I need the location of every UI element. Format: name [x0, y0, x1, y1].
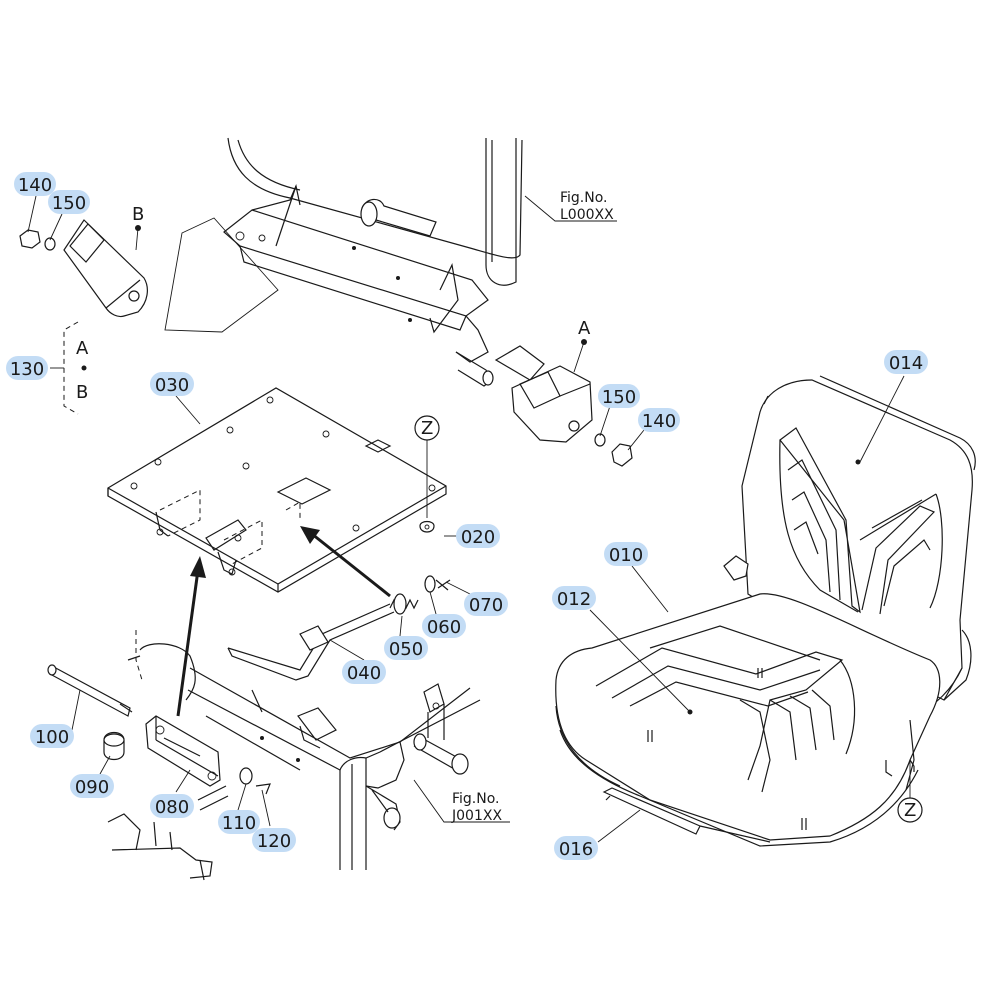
callout-150-left-text: 150: [52, 193, 86, 214]
callout-010[interactable]: 010: [604, 542, 648, 566]
callout-040[interactable]: 040: [342, 660, 386, 684]
pivot-shaft-assembly: [47, 664, 271, 795]
callout-020-text: 020: [461, 527, 495, 548]
seat-belt-buckle-a: [494, 339, 633, 467]
callout-140-right-text: 140: [642, 411, 676, 432]
callout-012[interactable]: 012: [552, 586, 596, 610]
rops-frame-drawing: [164, 137, 523, 387]
callout-110-text: 110: [222, 813, 256, 834]
ref-fig-label-lower: Fig.No.: [452, 791, 500, 807]
group-label-b: B: [76, 382, 88, 403]
callout-leaders: [27, 195, 905, 843]
lower-frame-drawing: [107, 630, 481, 881]
z-marker-top: [414, 415, 440, 533]
seat-mounting-plate: [107, 387, 447, 593]
seat-belt-buckle-b: [19, 219, 148, 318]
adjust-lever-assembly: [227, 575, 451, 681]
reference-fig-l000xx: Fig.No. L000XX: [524, 190, 617, 223]
callout-016-text: 016: [559, 839, 593, 860]
callout-120-text: 120: [257, 831, 291, 852]
callout-030[interactable]: 030: [150, 372, 194, 396]
group-label-a: A: [76, 338, 89, 359]
callout-130[interactable]: 130: [6, 356, 48, 380]
callout-070[interactable]: 070: [464, 592, 508, 616]
callout-140-left-text: 140: [18, 175, 52, 196]
callout-030-text: 030: [155, 375, 189, 396]
callout-050-text: 050: [389, 639, 423, 660]
ref-fig-code-lower: J001XX: [451, 808, 502, 824]
callout-012-text: 012: [557, 589, 591, 610]
callout-080[interactable]: 080: [150, 794, 194, 818]
ref-fig-code: L000XX: [560, 207, 614, 223]
callout-050[interactable]: 050: [384, 636, 428, 660]
callout-120[interactable]: 120: [252, 828, 296, 852]
callout-110[interactable]: 110: [218, 810, 260, 834]
reference-fig-j001xx: Fig.No. J001XX: [413, 779, 510, 824]
group-bracket-130: [50, 321, 87, 415]
label-b: B: [132, 204, 144, 225]
callout-014[interactable]: 014: [884, 350, 928, 374]
assembly-arrows: [176, 526, 391, 717]
label-a: A: [578, 318, 591, 339]
callout-040-text: 040: [347, 663, 381, 684]
callout-060[interactable]: 060: [422, 614, 466, 638]
callout-014-text: 014: [889, 353, 923, 374]
callout-020[interactable]: 020: [456, 524, 500, 548]
callout-150-left[interactable]: 150: [48, 190, 90, 214]
callout-140-right[interactable]: 140: [638, 408, 680, 432]
z-label-top: Z: [421, 418, 433, 439]
callout-060-text: 060: [427, 617, 461, 638]
callout-150-right[interactable]: 150: [598, 384, 640, 408]
ref-fig-label: Fig.No.: [560, 190, 608, 206]
callout-100-text: 100: [35, 727, 69, 748]
callout-100[interactable]: 100: [30, 724, 74, 748]
callout-010-text: 010: [609, 545, 643, 566]
callout-080-text: 080: [155, 797, 189, 818]
z-marker-bottom: [897, 760, 923, 823]
callout-070-text: 070: [469, 595, 503, 616]
callout-140-left[interactable]: 140: [14, 172, 56, 196]
callout-016[interactable]: 016: [554, 836, 598, 860]
callout-090[interactable]: 090: [70, 774, 114, 798]
callout-150-right-text: 150: [602, 387, 636, 408]
seat-assembly-drawing: [555, 375, 976, 847]
callout-130-text: 130: [10, 359, 44, 380]
z-label-bottom: Z: [904, 800, 916, 821]
callout-090-text: 090: [75, 777, 109, 798]
